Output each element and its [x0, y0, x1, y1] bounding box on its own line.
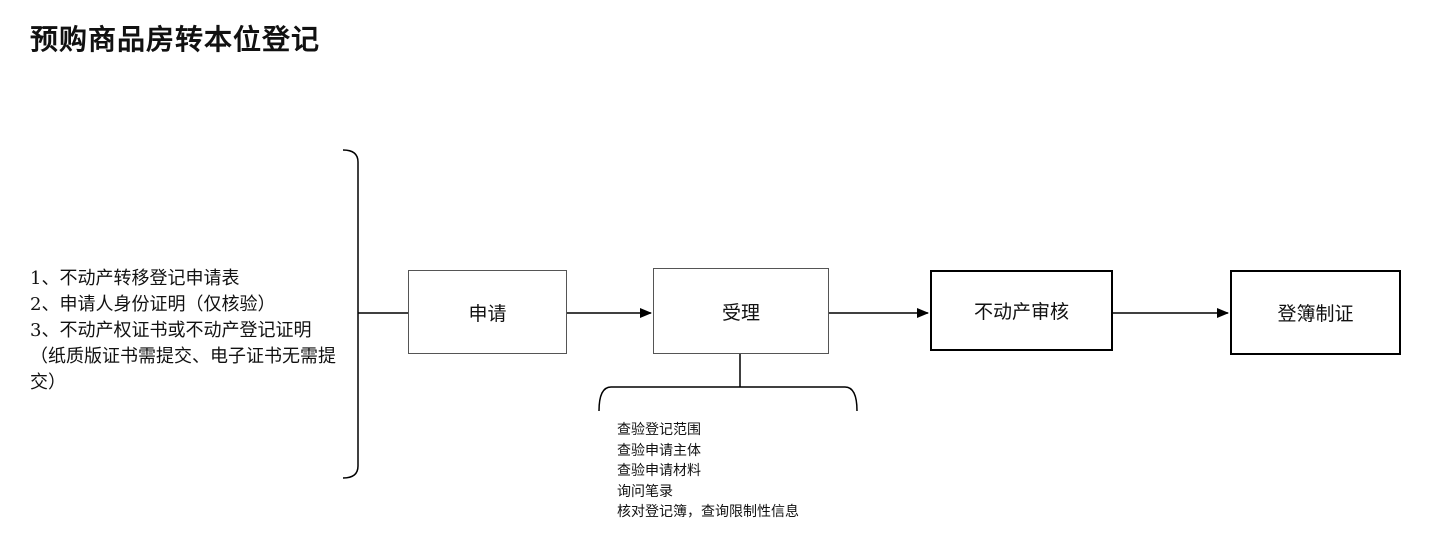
step-register-box: 登簿制证 [1230, 270, 1401, 355]
step-accept-box: 受理 [653, 268, 829, 354]
acceptance-checks-bracket [598, 386, 858, 412]
requirement-item: 1、不动产转移登记申请表 [30, 268, 240, 289]
acceptance-checks-list: 查验登记范围 查验申请主体 查验申请材料 询问笔录 核对登记簿，查询限制性信息 [617, 420, 877, 523]
requirements-bracket [342, 149, 359, 479]
acceptance-check-item: 查验申请主体 [617, 442, 701, 459]
page-title: 预购商品房转本位登记 [30, 23, 321, 56]
requirements-list: 1、不动产转移登记申请表 2、申请人身份证明（仅核验） 3、不动产权证书或不动产… [30, 266, 340, 396]
step-accept-label: 受理 [721, 301, 760, 324]
acceptance-check-item: 查验申请材料 [617, 463, 701, 479]
step-apply-label: 申请 [468, 302, 507, 325]
requirement-item: 3、不动产权证书或不动产登记证明（纸质版证书需提交、电子证书无需提交） [30, 320, 336, 393]
requirement-item: 2、申请人身份证明（仅核验） [30, 294, 276, 315]
acceptance-check-item: 询问笔录 [617, 483, 673, 500]
step-register-label: 登簿制证 [1277, 303, 1354, 325]
acceptance-check-item: 核对登记簿，查询限制性信息 [617, 504, 799, 520]
step-review-label: 不动产审核 [973, 301, 1069, 323]
step-review-box: 不动产审核 [930, 270, 1113, 351]
acceptance-check-item: 查验登记范围 [617, 422, 701, 438]
step-apply-box: 申请 [408, 270, 567, 354]
